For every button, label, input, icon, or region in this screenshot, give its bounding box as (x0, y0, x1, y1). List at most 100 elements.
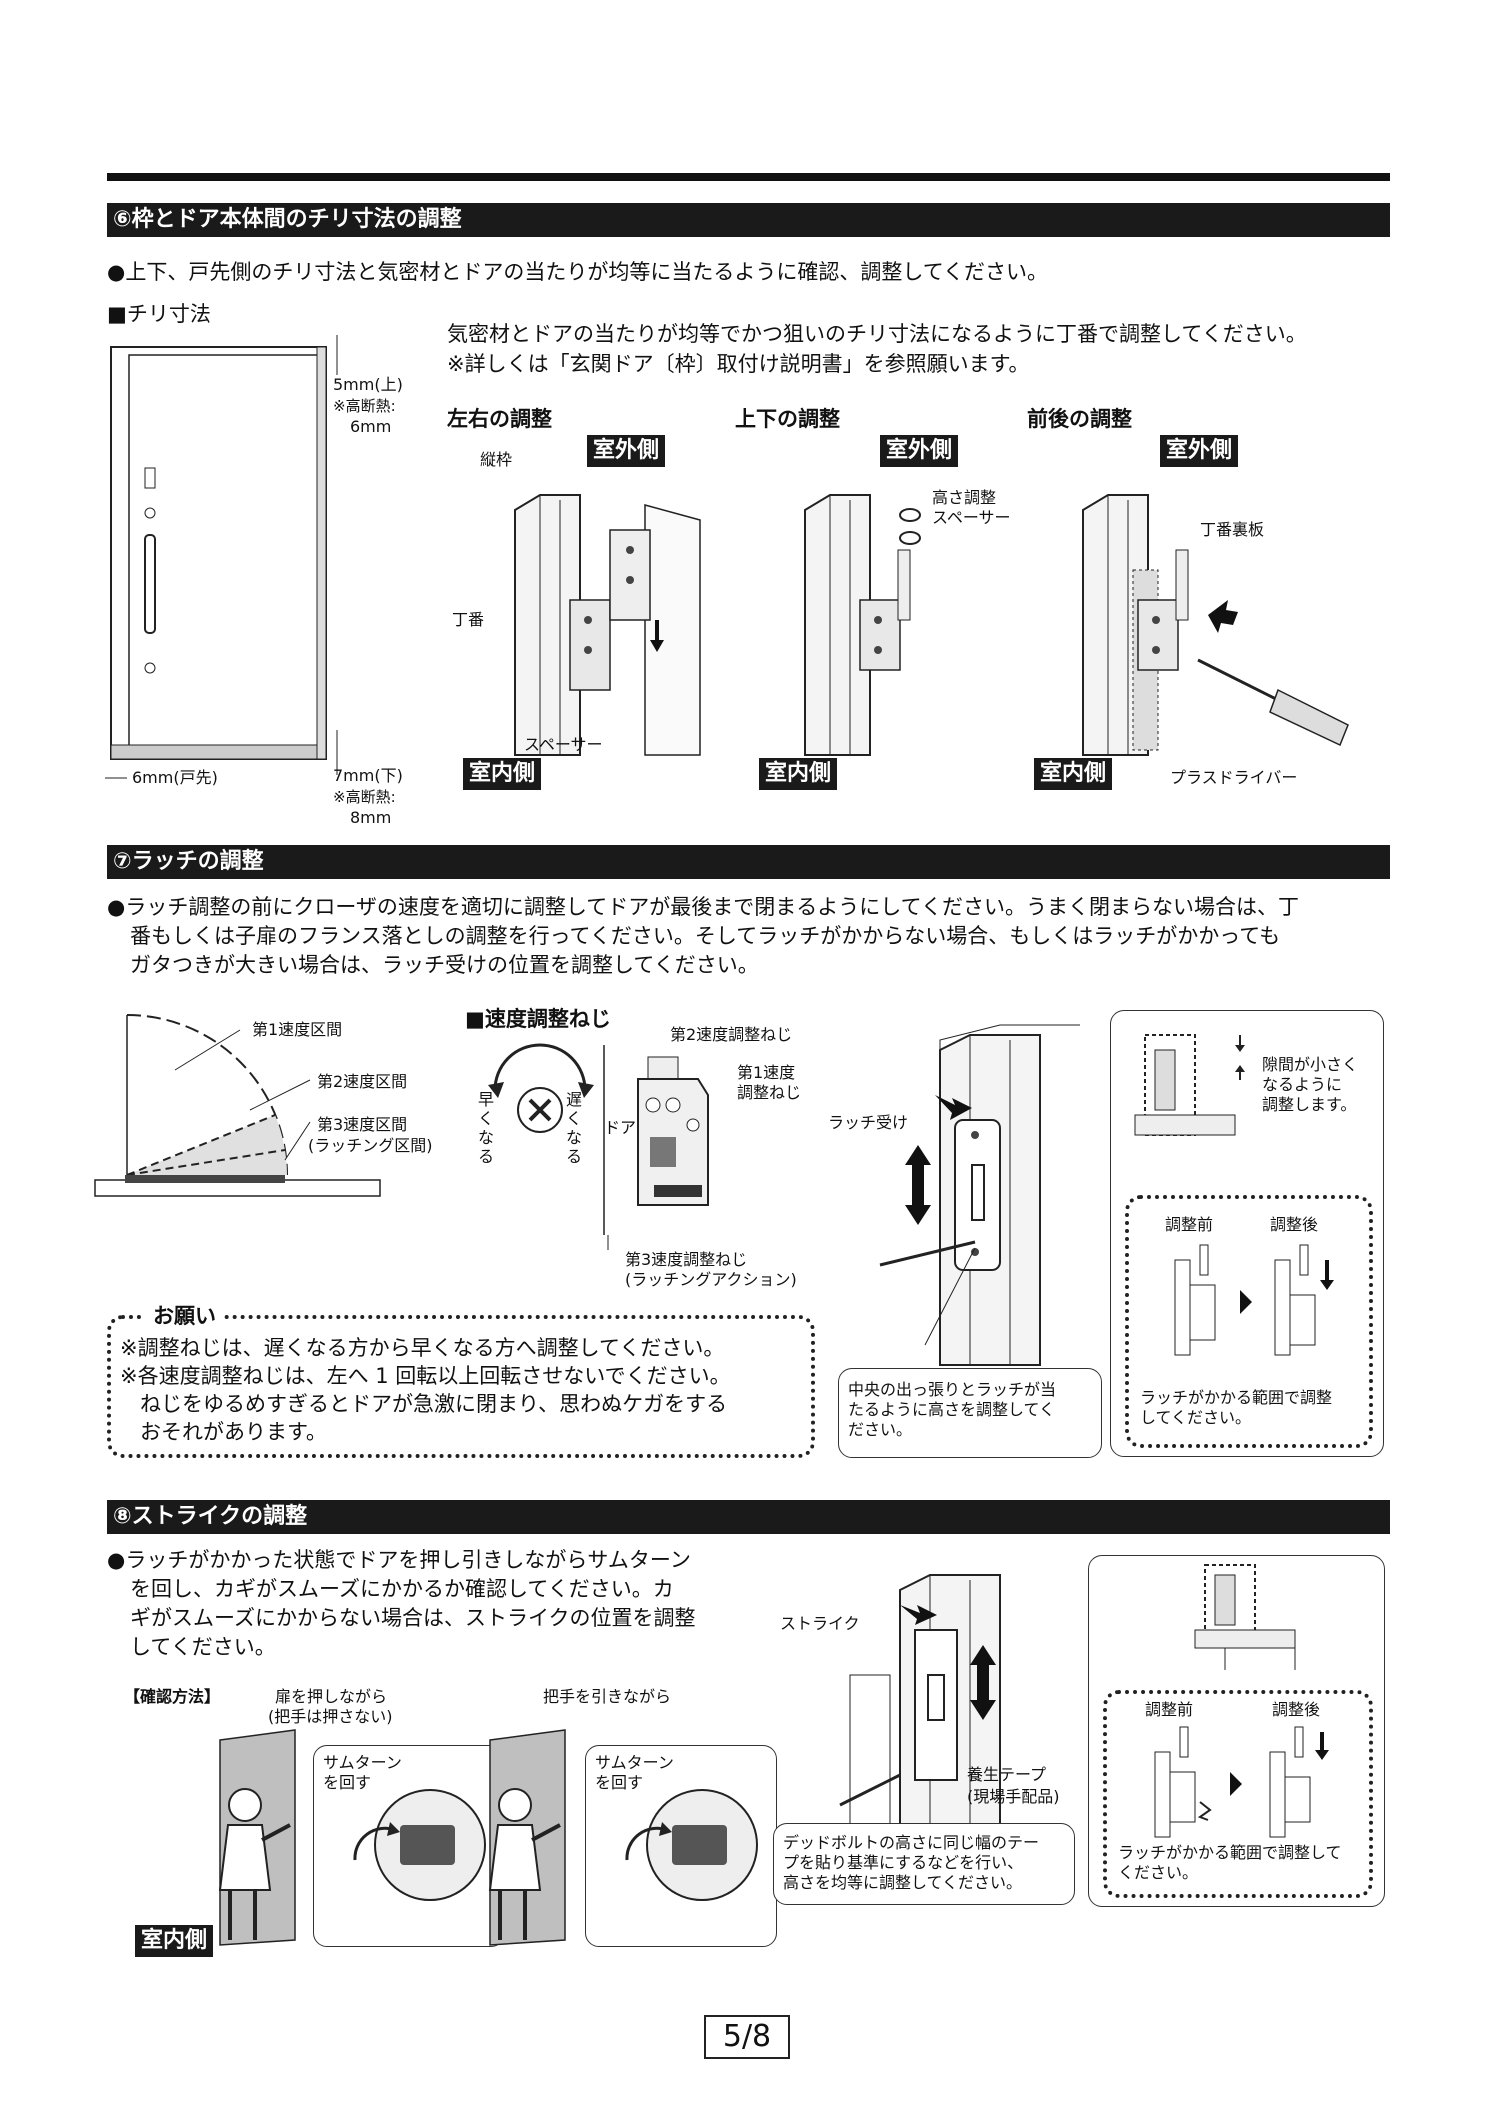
dim-top-note2: 6mm (350, 417, 392, 436)
strike-detail-panel (1088, 1555, 1385, 1907)
section7-bullet1: ●ラッチ調整の前にクローザの速度を適切に調整してドアが最後まで閉まるようにしてく… (107, 895, 1300, 919)
section6-bullet: ●上下、戸先側のチリ寸法と気密材とドアの当たりが均等に当たるように確認、調整して… (107, 260, 1049, 284)
latch-receiver-illustration (879, 1024, 1080, 1366)
screw2-label: 第2速度調整ねじ (670, 1025, 793, 1044)
deadbolt-note3: 高さを均等に調整してください。 (783, 1873, 1023, 1892)
label-tatewaku: 縦枠 (480, 450, 513, 469)
inside-tag-sec8: 室内側 (135, 1925, 214, 1957)
section6-desc2: ※詳しくは「玄関ドア〔枠〕取付け説明書」を参照願います。 (447, 352, 1030, 376)
section6-title: ⑥枠とドア本体間のチリ寸法の調整 (107, 203, 1390, 237)
latch-after-label: 調整後 (1270, 1215, 1319, 1234)
thumb-label1b: を回す (323, 1773, 372, 1792)
latch-before-label: 調整前 (1165, 1215, 1214, 1234)
center-note-box (838, 1368, 1102, 1458)
label-driver: プラスドライバー (1170, 768, 1298, 787)
inside-tag-2: 室内側 (759, 758, 838, 790)
inside-tag-1: 室内側 (463, 758, 542, 790)
thumbturn-icon-1 (353, 1789, 486, 1901)
speed3b-label: (ラッチング区間) (308, 1136, 433, 1155)
label-choban: 丁番 (452, 610, 485, 629)
thumb-label2b: を回す (595, 1773, 644, 1792)
speed1-label: 第1速度区間 (252, 1020, 343, 1039)
screw-title: ■速度調整ねじ (465, 1007, 611, 1031)
outside-tag-1: 室外側 (587, 435, 666, 467)
section8-bullet1: ●ラッチがかかった状態でドアを押し引きしながらサムターン (107, 1548, 691, 1572)
latch-range-note2: してください。 (1140, 1408, 1252, 1427)
strike-label: ストライク (780, 1614, 860, 1633)
section7-bullet2: 番もしくは子扉のフランス落としの調整を行ってください。そしてラッチがかからない場… (130, 924, 1281, 948)
section7-bullet3: ガタつきが大きい場合は、ラッチ受けの位置を調整してください。 (130, 953, 759, 977)
inside-tag-3: 室内側 (1034, 758, 1113, 790)
adj-lr-title: 左右の調整 (447, 407, 552, 431)
latch-gap-detail (1134, 1034, 1245, 1136)
latch-receiver-label: ラッチ受け (828, 1113, 909, 1132)
deadbolt-note1: デッドボルトの高さに同じ幅のテー (783, 1833, 1040, 1852)
screw1b-label: 調整ねじ (737, 1083, 802, 1102)
slow-label: 遅くなる (566, 1090, 583, 1166)
speed2-label: 第2速度区間 (317, 1072, 408, 1091)
outside-tag-2: 室外側 (880, 435, 959, 467)
section7-title: ⑦ラッチの調整 (107, 845, 1390, 879)
gap-note3: 調整します。 (1262, 1095, 1357, 1114)
label-height-spacer1: 高さ調整 (932, 488, 997, 507)
method-label: 【確認方法】 (124, 1687, 221, 1706)
deadbolt-note-box (773, 1823, 1075, 1905)
notice-line4: おそれがあります。 (140, 1420, 327, 1444)
hinge-ud-illustration (804, 494, 921, 756)
outside-tag-3: 室外側 (1160, 435, 1239, 467)
section6-desc1: 気密材とドアの当たりが均等でかつ狙いのチリ寸法になるように丁番で調整してください… (447, 322, 1307, 346)
notice-line1: ※調整ねじは、遅くなる方から早くなる方へ調整してください。 (120, 1336, 725, 1360)
thumb-label2a: サムターン (595, 1753, 674, 1772)
door-label: ドア (604, 1118, 637, 1137)
thumb-label1a: サムターン (323, 1753, 402, 1772)
notice-title: お願い (145, 1302, 224, 1331)
strike-range-note1: ラッチがかかる範囲で調整して (1118, 1843, 1342, 1862)
dim-top: 5mm(上) (333, 375, 403, 394)
dim-bottom: 7mm(下) (333, 766, 403, 785)
pull-label: 把手を引きながら (543, 1687, 672, 1706)
gap-note1: 隙間が小さく (1262, 1055, 1359, 1074)
screw-rotation-icon (488, 1043, 594, 1133)
strike-before-after-box (1103, 1690, 1373, 1898)
fast-label: 早くなる (478, 1090, 495, 1166)
adj-ud-title: 上下の調整 (735, 407, 840, 431)
center-note2: たるように高さを調整してく (848, 1400, 1056, 1419)
latch-before-after-diagram (1174, 1244, 1334, 1356)
tape-label1: 養生テープ (967, 1765, 1047, 1784)
strike-before-after-diagram (1154, 1726, 1329, 1838)
strike-before-label: 調整前 (1145, 1700, 1194, 1719)
deadbolt-note2: プを貼り基準にするなどを行い、 (783, 1853, 1024, 1872)
hinge-fb-illustration (1082, 494, 1349, 756)
section8-bullet2: を回し、カギがスムーズにかかるか確認してください。カ (130, 1577, 674, 1601)
label-height-spacer2: スペーサー (932, 508, 1011, 527)
push-check-illustration (218, 1729, 296, 1946)
strike-illustration (839, 1574, 1001, 1836)
speed-zone-diagram (94, 1014, 381, 1197)
section8-title: ⑧ストライクの調整 (107, 1500, 1390, 1534)
push-label2: (把手は押さない) (268, 1707, 393, 1726)
gap-note2: なるように (1262, 1075, 1343, 1094)
notice-line3: ねじをゆるめすぎるとドアが急激に閉まり、思わぬケガをする (140, 1392, 728, 1416)
pull-check-illustration (488, 1729, 566, 1946)
notice-line2: ※各速度調整ねじは、左へ 1 回転以上回転させないでください。 (120, 1364, 731, 1388)
label-choban-ura: 丁番裏板 (1200, 520, 1265, 539)
latch-before-after-box (1125, 1195, 1373, 1448)
section8-bullet4: してください。 (130, 1635, 276, 1659)
notice-box (107, 1315, 815, 1458)
door-front-diagram (105, 335, 338, 779)
center-note3: ださい。 (848, 1420, 913, 1439)
strike-frame-detail (1194, 1564, 1296, 1670)
dim-side: 6mm(戸先) (132, 768, 218, 787)
latch-range-note1: ラッチがかかる範囲で調整 (1140, 1388, 1333, 1407)
dim-bottom-note2: 8mm (350, 808, 392, 827)
center-note1: 中央の出っ張りとラッチが当 (848, 1380, 1057, 1399)
section8-bullet3: ギがスムーズにかからない場合は、ストライクの位置を調整 (130, 1606, 696, 1630)
push-label1: 扉を押しながら (275, 1687, 388, 1706)
strike-after-label: 調整後 (1272, 1700, 1321, 1719)
screw3b-label: (ラッチングアクション) (625, 1270, 797, 1289)
top-rule (107, 173, 1390, 181)
chiri-label: ■チリ寸法 (107, 302, 211, 326)
thumbturn-icon-2 (625, 1789, 758, 1901)
screw1a-label: 第1速度 (737, 1063, 796, 1082)
hinge-lr-illustration (514, 494, 701, 756)
